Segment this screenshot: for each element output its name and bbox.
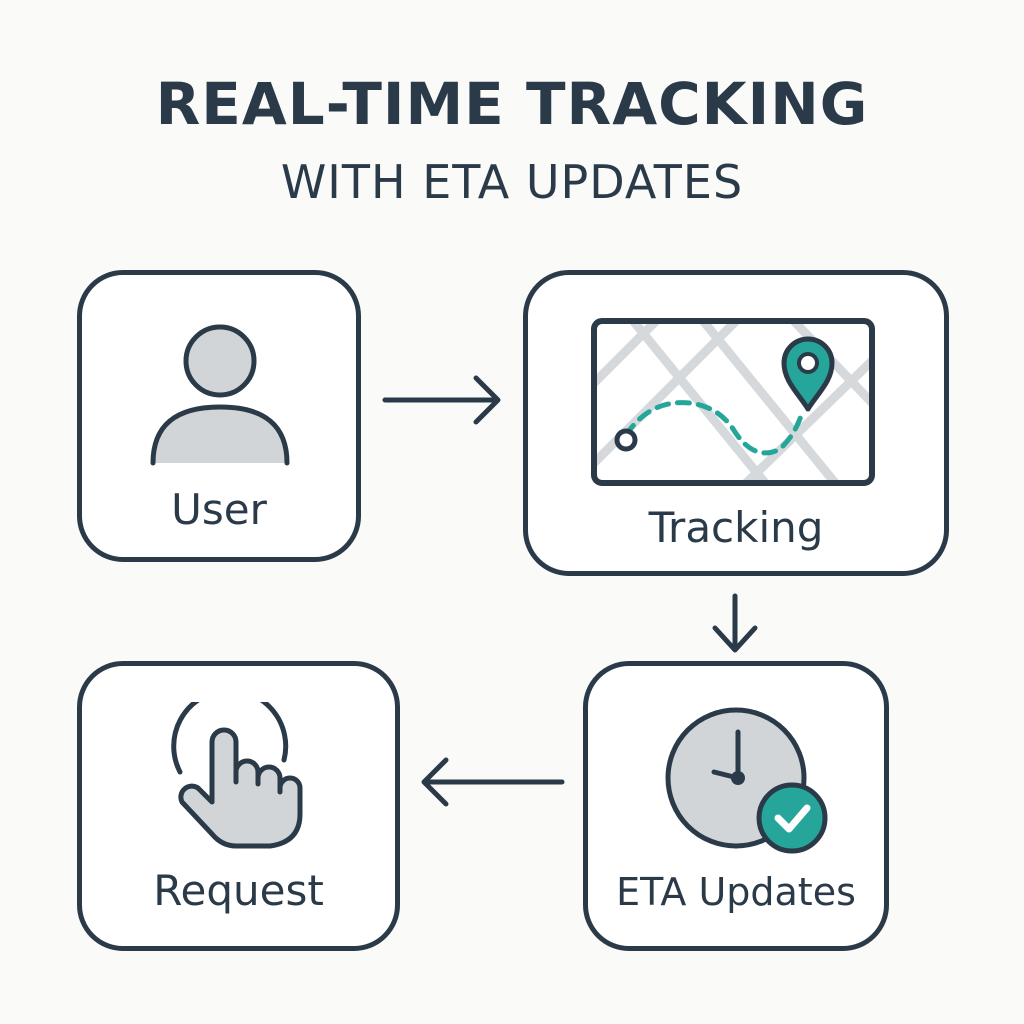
arrow-tracking-to-eta: [712, 593, 758, 653]
request-label: Request: [153, 866, 324, 915]
diagram-subtitle: WITH ETA UPDATES: [280, 155, 744, 209]
map-route-icon: [591, 318, 875, 486]
eta-updates-label: ETA Updates: [616, 870, 856, 914]
eta-updates-node: ETA Updates: [583, 661, 889, 951]
arrow-eta-to-request: [421, 757, 565, 807]
tap-hand-icon: [171, 702, 303, 849]
tracking-label: Tracking: [648, 503, 824, 552]
user-icon: [150, 324, 290, 466]
user-label: User: [171, 485, 267, 534]
user-node: User: [77, 270, 361, 562]
request-node: Request: [77, 661, 400, 951]
tracking-node: Tracking: [523, 270, 949, 576]
clock-check-icon: [665, 707, 828, 854]
arrow-user-to-tracking: [382, 375, 501, 425]
diagram-title: REAL-TIME TRACKING: [155, 70, 869, 138]
